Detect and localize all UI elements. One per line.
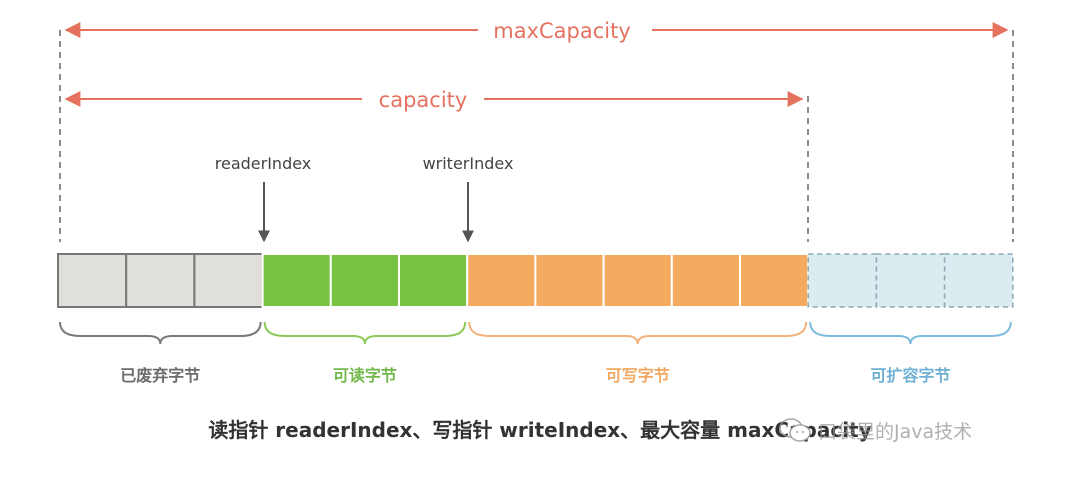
buffer-cell [875,253,946,308]
buffer-cell [329,253,400,308]
capacity-label: capacity [379,88,468,112]
buffer-cell [739,253,810,308]
writer-index-label: writerIndex [423,154,514,173]
buffer-cell [193,253,264,308]
buffer-cell [398,253,469,308]
caption: 读指针 readerIndex、写指针 writeIndex、最大容量 maxC… [0,414,1080,443]
reader-index-label: readerIndex [215,154,312,173]
watermark-text: 口袋里的Java技术 [818,420,973,443]
segment-brace [263,321,467,345]
buffer-cell [466,253,537,308]
buffer-cell [602,253,673,308]
buffer-cells [57,253,1014,308]
segment-brace [809,321,1012,345]
buffer-cell [57,253,128,308]
buffer-cell [943,253,1014,308]
segment-labels: 已废弃字节 可读字节 可写字节 可扩容字节 [120,366,950,385]
buffer-cell [125,253,196,308]
buffer-cell [261,253,332,308]
wechat-logo-icon [779,418,811,442]
buffer-cell [807,253,878,308]
segment-label: 可扩容字节 [870,366,950,385]
max-capacity-label: maxCapacity [493,19,631,43]
segment-label: 可读字节 [333,366,397,385]
segment-label: 可写字节 [606,366,670,385]
buffer-cell [534,253,605,308]
segment-brace [468,321,808,345]
segment-brace [59,321,262,345]
buffer-cell [670,253,741,308]
segment-braces [59,321,1012,345]
segment-label: 已废弃字节 [120,366,200,385]
watermark: 口袋里的Java技术 [778,415,1068,445]
caption-text: 读指针 readerIndex、写指针 writeIndex、最大容量 maxC… [208,418,872,442]
